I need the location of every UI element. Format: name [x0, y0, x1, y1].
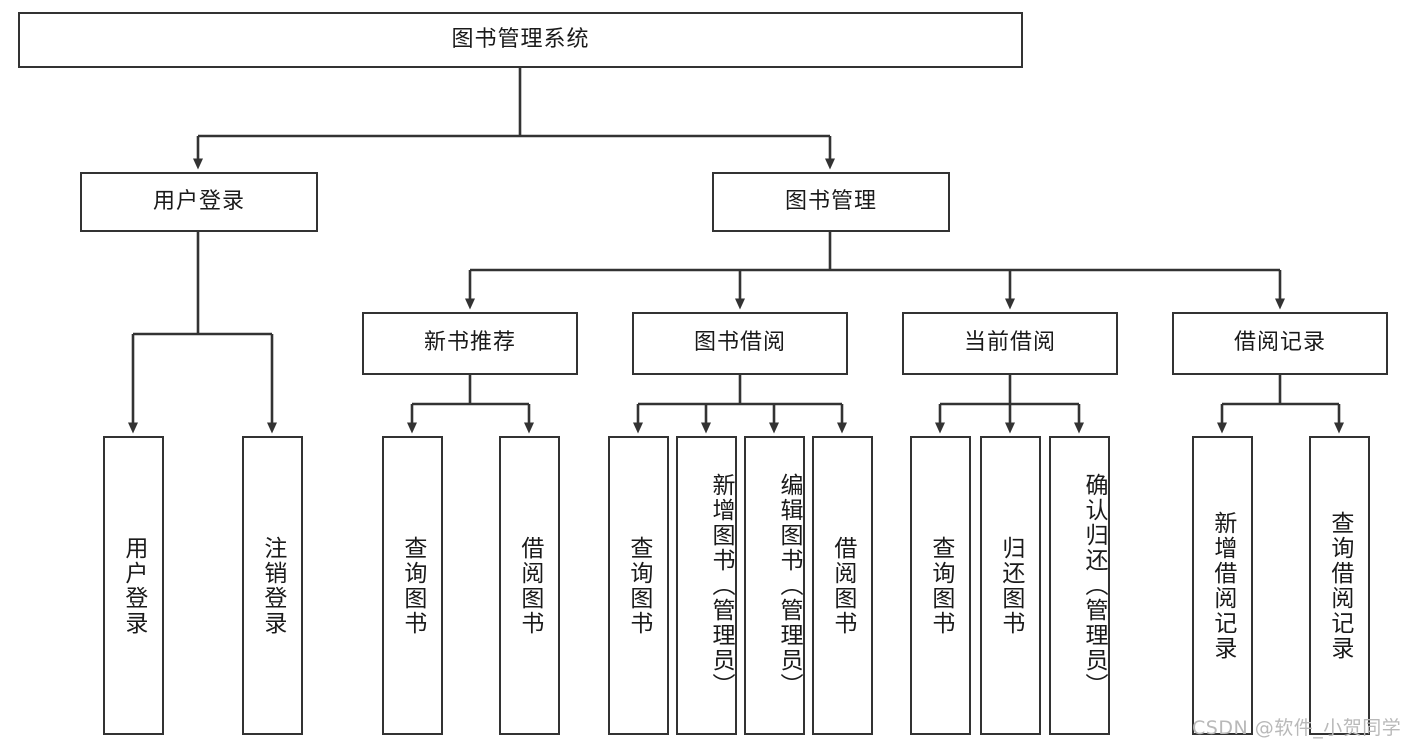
leaf-borrow-borrow-book[interactable]: 借阅图书 — [812, 436, 873, 735]
node-book-borrow[interactable]: 图书借阅 — [632, 312, 848, 375]
node-root-system[interactable]: 图书管理系统 — [18, 12, 1023, 68]
node-book-management[interactable]: 图书管理 — [712, 172, 950, 232]
leaf-borrow-add-book-admin[interactable]: 新增图书（管理员） — [676, 436, 737, 735]
leaf-current-return-book[interactable]: 归还图书 — [980, 436, 1041, 735]
leaf-current-query-book[interactable]: 查询图书 — [910, 436, 971, 735]
leaf-user-login-signout[interactable]: 注销登录 — [242, 436, 303, 735]
leaf-recommend-query-book[interactable]: 查询图书 — [382, 436, 443, 735]
node-current-borrow[interactable]: 当前借阅 — [902, 312, 1118, 375]
leaf-record-query-record[interactable]: 查询借阅记录 — [1309, 436, 1370, 735]
csdn-watermark: CSDN @软件_小贺同学 — [1192, 717, 1402, 739]
leaf-borrow-query-book[interactable]: 查询图书 — [608, 436, 669, 735]
leaf-user-login-signin[interactable]: 用户登录 — [103, 436, 164, 735]
leaf-recommend-borrow-book[interactable]: 借阅图书 — [499, 436, 560, 735]
leaf-borrow-edit-book-admin[interactable]: 编辑图书（管理员） — [744, 436, 805, 735]
node-new-book-recommend[interactable]: 新书推荐 — [362, 312, 578, 375]
node-user-login[interactable]: 用户登录 — [80, 172, 318, 232]
node-borrow-record[interactable]: 借阅记录 — [1172, 312, 1388, 375]
leaf-record-add-record[interactable]: 新增借阅记录 — [1192, 436, 1253, 735]
leaf-current-confirm-return-admin[interactable]: 确认归还（管理员） — [1049, 436, 1110, 735]
